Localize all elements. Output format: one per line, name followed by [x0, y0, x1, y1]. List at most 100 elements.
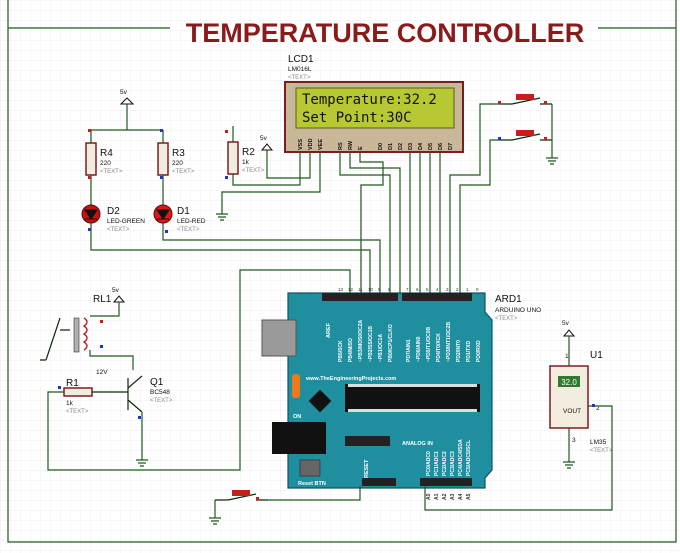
arduino-uno-board[interactable]: ARD1 ARDUINO UNO <TEXT> ON Reset BTN www…: [261, 287, 541, 500]
lcd-pin-label: RW: [348, 140, 354, 150]
led-d2-green[interactable]: D2 LED-GREEN <TEXT>: [81, 204, 145, 233]
led-wire: [90, 175, 164, 205]
digital-pin-number: 11: [358, 287, 363, 292]
digital-pin-number: 2: [456, 287, 459, 292]
analog-pin-number: A2: [442, 493, 448, 500]
q1-placeholder: <TEXT>: [150, 398, 173, 404]
diagram-title: TEMPERATURE CONTROLLER: [186, 18, 585, 48]
r1-ref: R1: [66, 378, 79, 389]
resistor-body: [63, 387, 93, 397]
r3-ref: R3: [172, 148, 185, 159]
digital-pin-label: PD2/INT0: [456, 340, 462, 362]
lcd-control-wire: [339, 152, 401, 293]
u1-value: LM35: [590, 439, 607, 446]
button-switch-icon: [215, 491, 268, 501]
reset-btn-label: Reset BTN: [298, 481, 326, 487]
diode-icon: [156, 209, 170, 220]
lcd-pin-label: D4: [418, 142, 424, 150]
lcd-data-wire: [409, 152, 441, 293]
d1-placeholder: <TEXT>: [177, 227, 200, 233]
digital-pin-number: 5: [426, 287, 429, 292]
relay-core: [73, 317, 80, 353]
analog-pin-number: A1: [434, 493, 440, 500]
led-d1-red[interactable]: D1 LED-RED <TEXT>: [153, 204, 206, 233]
power-wire: [90, 104, 164, 143]
sensor-vout: VOUT: [563, 408, 581, 415]
on-led: [292, 374, 300, 398]
lcd-ref: LCD1: [288, 54, 314, 65]
resistor-body: [85, 142, 97, 176]
sensor-reading: 32.0: [561, 378, 577, 387]
button-wire: [209, 486, 361, 525]
digital-pin-label: PD1/TXD: [466, 340, 472, 362]
digital-pin-label: ~PD5/T1/OC0B: [426, 326, 432, 362]
header-analog: [420, 478, 472, 486]
sheet-border: [7, 0, 677, 543]
resistor-body: [157, 142, 169, 176]
r2-ref: R2: [242, 147, 255, 158]
header-digital-low: [402, 293, 472, 301]
chip-pins: [348, 384, 477, 387]
button-wire: [449, 103, 558, 293]
rl1-ref: RL1: [93, 294, 112, 305]
q1-value: BC548: [150, 389, 170, 396]
analog-pin-label: PC3/ADC3: [450, 451, 456, 476]
digital-pin-number: 13: [338, 287, 344, 292]
r4-value: 220: [100, 160, 111, 167]
q1-ref: Q1: [150, 377, 164, 388]
sensor-pin2: 2: [596, 405, 600, 412]
digital-pin-number: 10: [368, 287, 374, 292]
chip-pins: [348, 409, 477, 412]
usb-connector: [261, 319, 297, 357]
r2-wire: [216, 126, 321, 221]
digital-pin-number: 8: [388, 287, 391, 292]
power-jack: [272, 422, 326, 454]
diode-part: [345, 436, 390, 446]
power-label: 5v: [120, 89, 128, 96]
digital-pin-number: 7: [406, 287, 409, 292]
digital-pin-number: 3: [446, 287, 449, 292]
lcd-pin-label: VSS: [298, 139, 304, 150]
digital-pin-label: ~PB2/SS/OC1B: [368, 326, 374, 362]
reset-label: RESET: [364, 459, 370, 478]
r4-ref: R4: [100, 148, 113, 159]
sensor-pin1: 1: [565, 353, 569, 360]
power-5v-leds: 5v: [90, 89, 164, 143]
transistor-q1[interactable]: Q1 BC548 <TEXT>: [92, 375, 173, 413]
lcd-pin-label: VDD: [308, 138, 314, 150]
analog-pin-number: A5: [466, 493, 472, 500]
d2-placeholder: <TEXT>: [107, 227, 130, 233]
r3-value: 220: [172, 160, 183, 167]
sensor-body: [549, 365, 589, 429]
relay-contact-icon: [40, 317, 70, 361]
header-power: [362, 478, 396, 486]
analog-pin-label: PC0/ADC0: [426, 451, 432, 476]
aref-label: AREF: [326, 322, 332, 338]
relay-rl1[interactable]: RL1 12V: [40, 294, 112, 376]
website-label: www.TheEngineeringProjects.com: [305, 376, 396, 382]
analog-pin-label: PC4/ADC4/SDA: [458, 439, 464, 476]
digital-pin-label: ~PD6/AIN0: [416, 336, 422, 362]
lcd-pin-label: D7: [448, 143, 454, 150]
digital-pin-label: PD4/T0/XCK: [436, 333, 442, 362]
digital-pin-number: 4: [436, 287, 439, 292]
d1-value: LED-RED: [177, 218, 206, 225]
lcd-display[interactable]: LCD1 LM016L <TEXT> Temperature:32.2 Set …: [284, 54, 464, 153]
lcd-placeholder: <TEXT>: [288, 75, 311, 81]
push-button-reset-line[interactable]: [215, 490, 268, 501]
ard1-ref: ARD1: [495, 294, 522, 305]
power-label: 5v: [562, 320, 570, 327]
sensor-wire: [424, 336, 613, 511]
digital-pin-label: PB0/ICP1/CLKO: [388, 324, 394, 362]
u1-ref: U1: [590, 350, 603, 361]
lm35-sensor-u1[interactable]: U1 LM35 <TEXT> 32.0 VOUT 1 2 3: [549, 350, 613, 454]
r4-placeholder: <TEXT>: [100, 169, 123, 175]
d2-ref: D2: [107, 206, 120, 217]
power-label: 5v: [260, 135, 268, 142]
d1-ref: D1: [177, 206, 190, 217]
analog-pin-label: PC1/ADC1: [434, 451, 440, 476]
analog-pin-number: A3: [450, 493, 456, 500]
